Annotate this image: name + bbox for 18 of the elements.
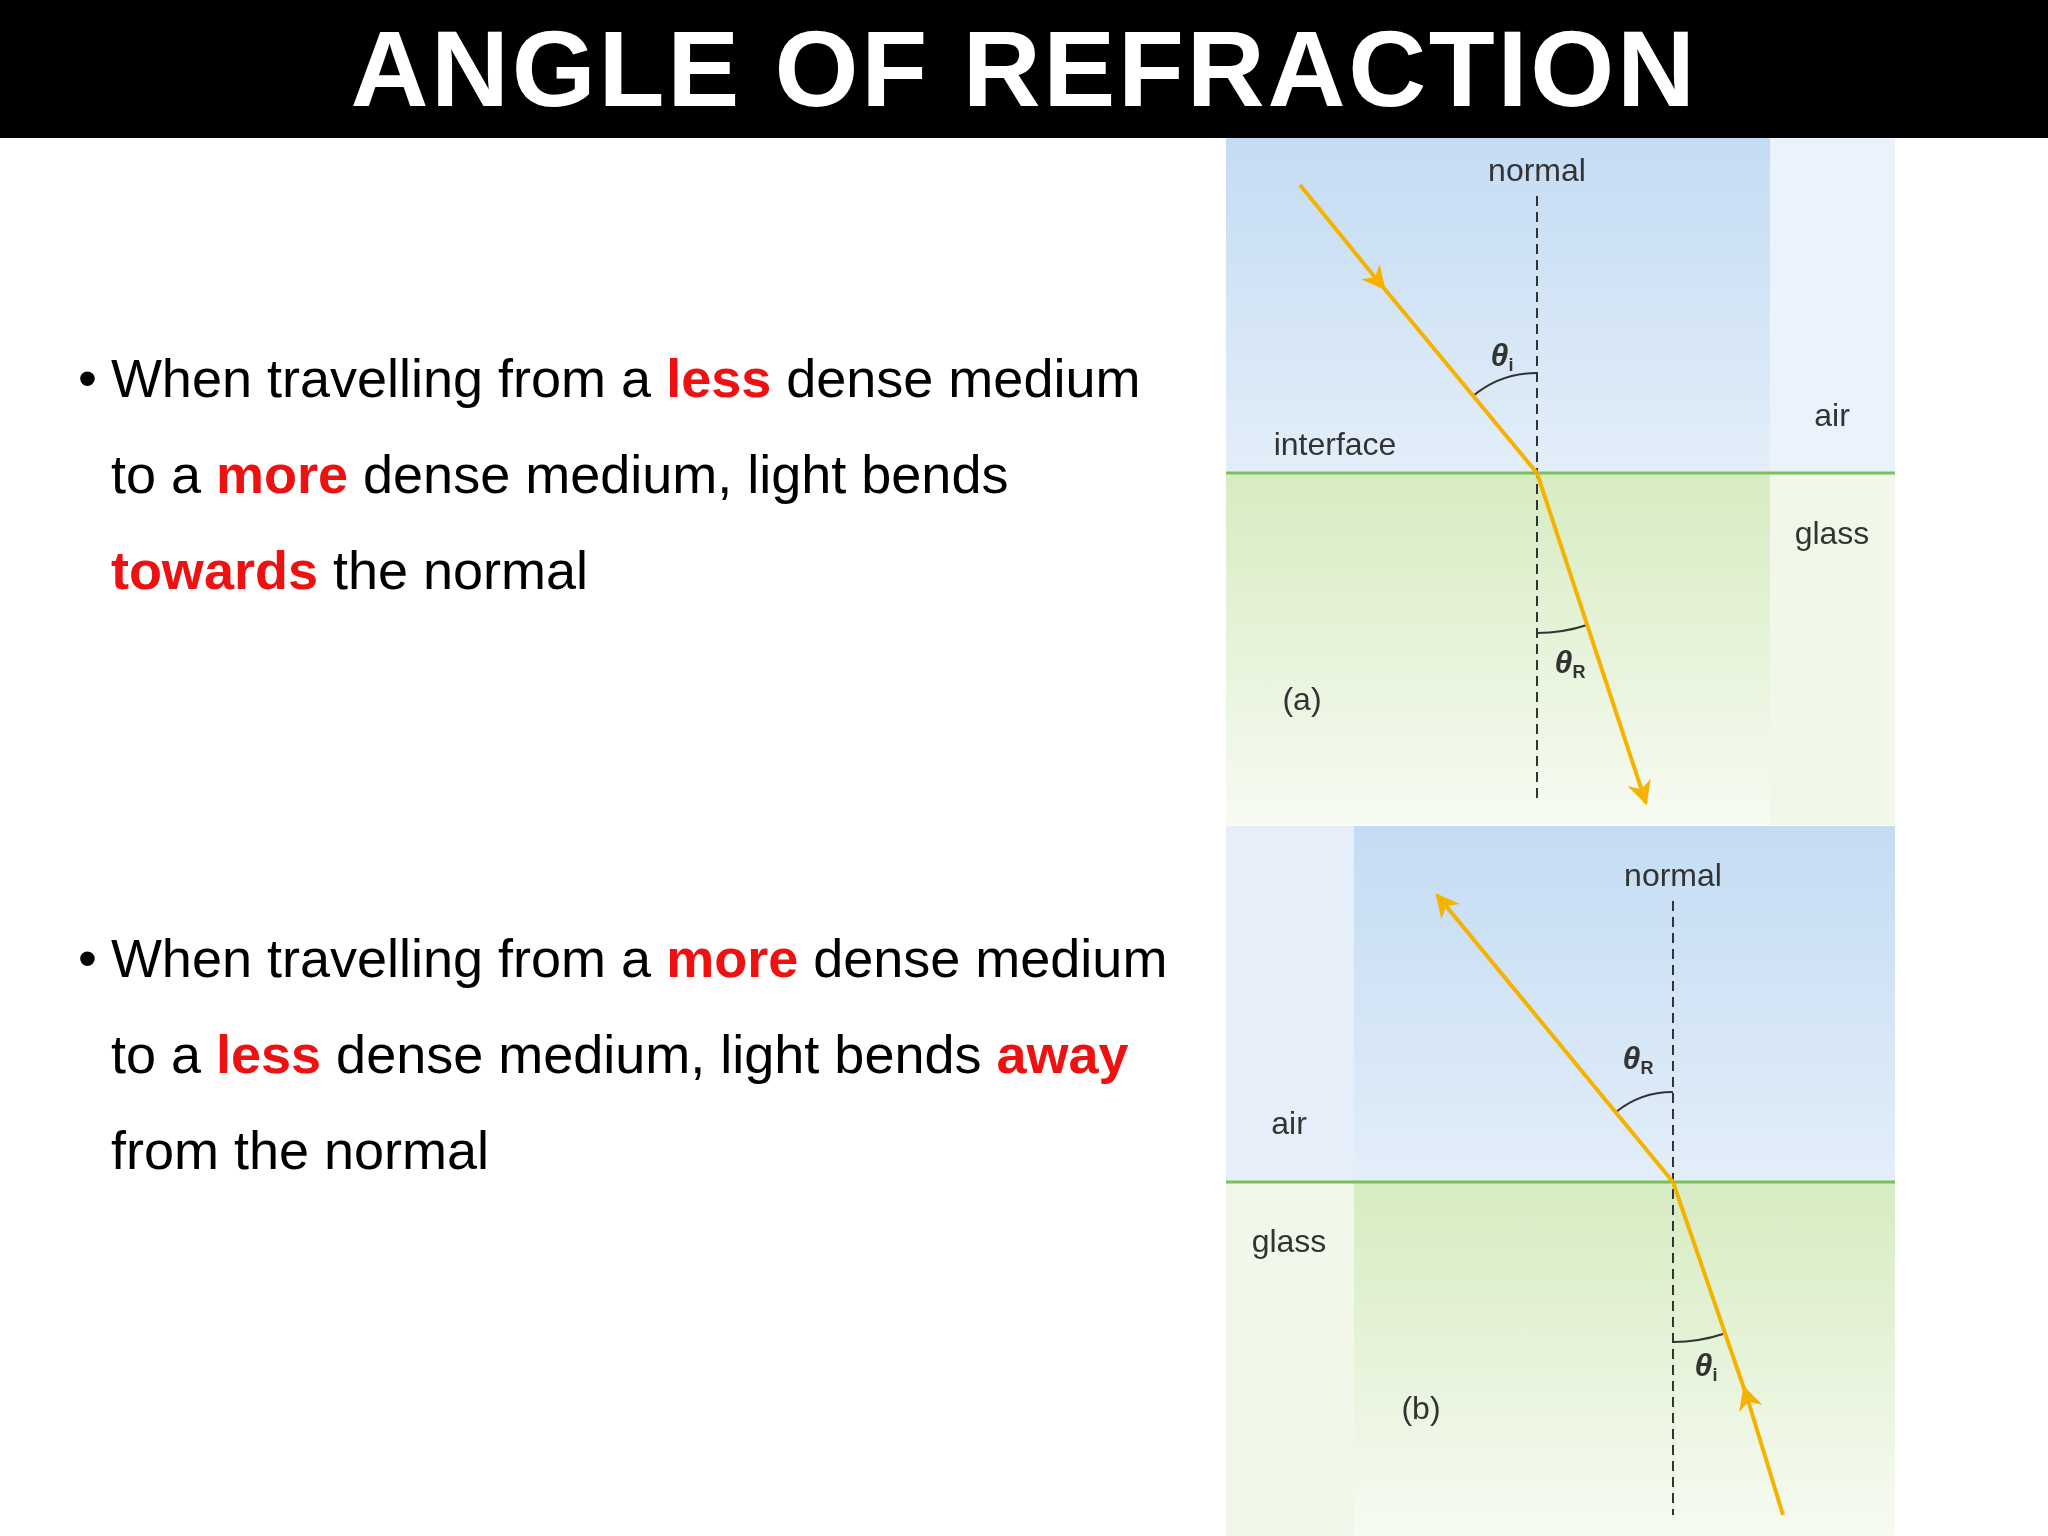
panel-label: (a) (1282, 683, 1322, 715)
medium-label: air (1814, 399, 1850, 431)
normal-label: normal (1624, 859, 1722, 891)
medium-label: glass (1251, 1225, 1327, 1257)
angle-label: θ$_{R}$ (1554, 646, 1586, 678)
interface-label: interface (1273, 428, 1397, 460)
medium-label: air (1271, 1107, 1307, 1139)
angle-label: θ$_{i}$ (1490, 339, 1514, 371)
angle-label: θ$_{i}$ (1694, 1349, 1718, 1381)
bullet-text: When travelling from a less dense medium to a more dense medium, light bends towards the normal (110, 347, 1142, 602)
angle-label: θ$_{R}$ (1622, 1042, 1654, 1074)
normal-label: normal (1488, 154, 1586, 186)
panel-label: (b) (1401, 1392, 1441, 1424)
bullet-text: When travelling from a more dense medium to a less dense medium, light bends away from the normal (110, 927, 1169, 1182)
bullet-marker: • (78, 927, 97, 990)
medium-label: glass (1794, 517, 1870, 549)
title: ANGLE OF REFRACTION (350, 15, 1698, 123)
bullet-marker: • (78, 347, 97, 410)
